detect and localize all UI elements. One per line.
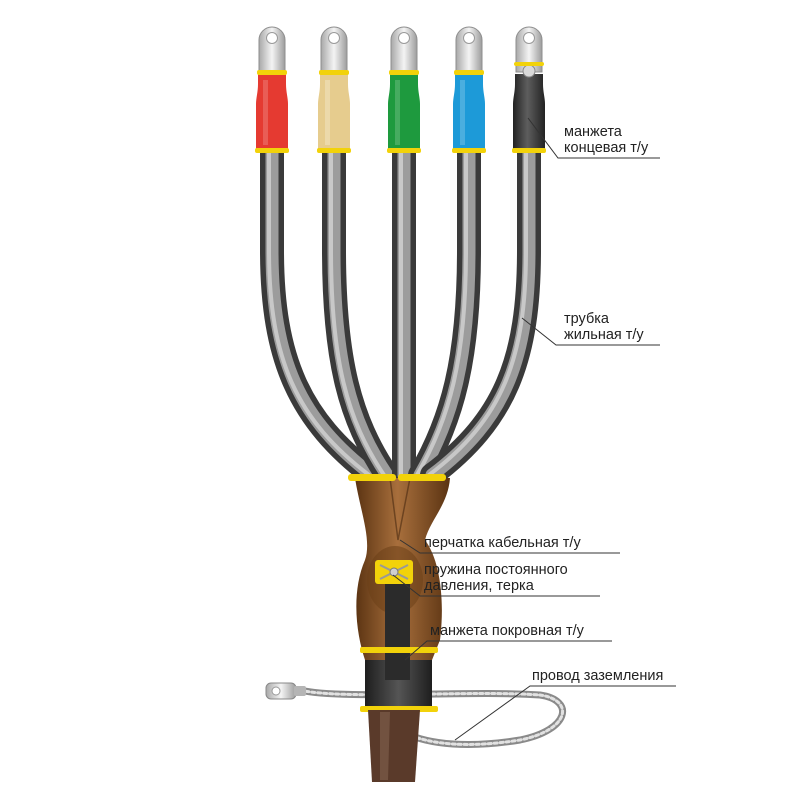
- label-core-tube-line2: жильная т/у: [564, 327, 644, 343]
- cable-lugs: [258, 26, 543, 73]
- label-core-tube-line1: трубка: [564, 311, 609, 327]
- end-sleeve-4: [452, 70, 486, 153]
- ground-wire-lug: [265, 682, 306, 700]
- label-end-sleeve: манжета концевая т/у: [564, 124, 648, 156]
- cable-lug-4: [455, 26, 483, 73]
- label-spring-line1: пружина постоянного: [424, 562, 568, 578]
- label-spring: пружина постоянного давления, терка: [424, 562, 568, 594]
- label-core-tube: трубка жильная т/у: [564, 311, 644, 343]
- label-ground-wire: провод заземления: [532, 668, 663, 684]
- leader-line-glove: [399, 539, 620, 554]
- end-sleeves: [255, 62, 546, 153]
- label-glove-line1: перчатка кабельная т/у: [424, 535, 581, 551]
- leader-line-spring: [392, 574, 600, 597]
- label-cover-sleeve-line1: манжета покровная т/у: [430, 623, 584, 639]
- cover-sleeve-band: [360, 647, 438, 653]
- leader-line-core-tube: [521, 317, 660, 346]
- core-tubes: [260, 138, 541, 487]
- leader-line-ground-wire: [454, 685, 676, 741]
- end-sleeve-3: [387, 70, 421, 153]
- leader-lines: [392, 117, 676, 741]
- cable-lug-1: [258, 26, 286, 73]
- label-spring-line2: давления, терка: [424, 578, 534, 594]
- leader-line-end-sleeve: [527, 117, 660, 159]
- label-end-sleeve-line2: концевая т/у: [564, 140, 649, 156]
- label-glove: перчатка кабельная т/у: [424, 535, 581, 551]
- cable-lug-2: [320, 26, 348, 73]
- label-end-sleeve-line1: манжета: [564, 124, 622, 140]
- cable-lug-5: [515, 26, 543, 73]
- end-sleeve-1: [255, 70, 289, 153]
- leader-line-cover-sleeve: [404, 640, 612, 661]
- label-cover-sleeve: манжета покровная т/у: [430, 623, 584, 639]
- cable-lug-3: [390, 26, 418, 73]
- label-ground-wire-line1: провод заземления: [532, 668, 664, 684]
- end-sleeve-2: [317, 70, 351, 153]
- end-sleeve-5: [512, 62, 546, 153]
